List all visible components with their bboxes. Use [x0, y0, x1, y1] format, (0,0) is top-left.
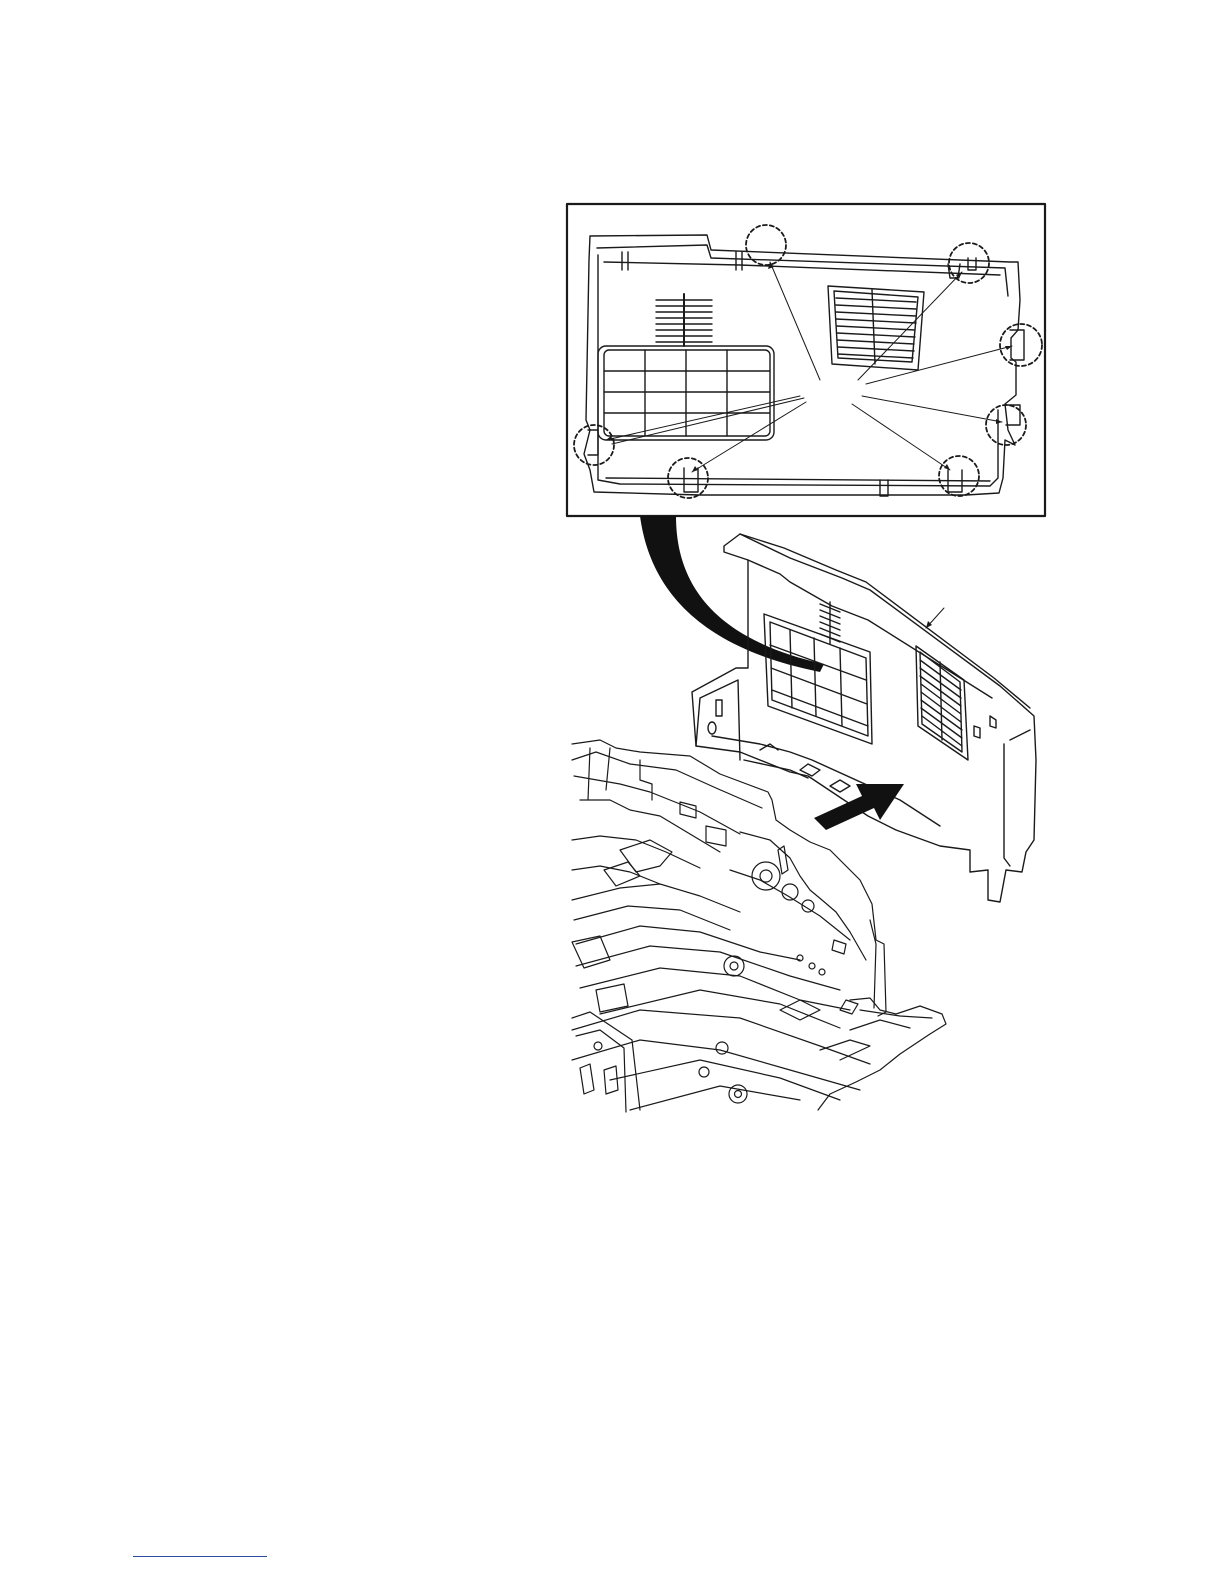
footer-rule — [133, 1556, 267, 1557]
inset-cover-outline — [584, 235, 1020, 495]
callout-circle — [746, 225, 786, 265]
side-cover-part — [692, 534, 1036, 902]
inset-callout-circles — [574, 225, 1042, 498]
inset-detail-view — [567, 204, 1045, 516]
push-direction-arrow — [814, 784, 904, 830]
inset-right-vent — [828, 286, 924, 370]
callout-circle — [949, 243, 989, 283]
callout-circle — [574, 425, 614, 465]
inset-slot-vent — [656, 294, 712, 346]
side-cover-outline — [692, 534, 1036, 902]
callout-circle — [939, 456, 979, 496]
inset-frame — [567, 204, 1045, 516]
cover-right-vent — [916, 646, 968, 760]
cover-left-vent-grid — [764, 614, 872, 744]
